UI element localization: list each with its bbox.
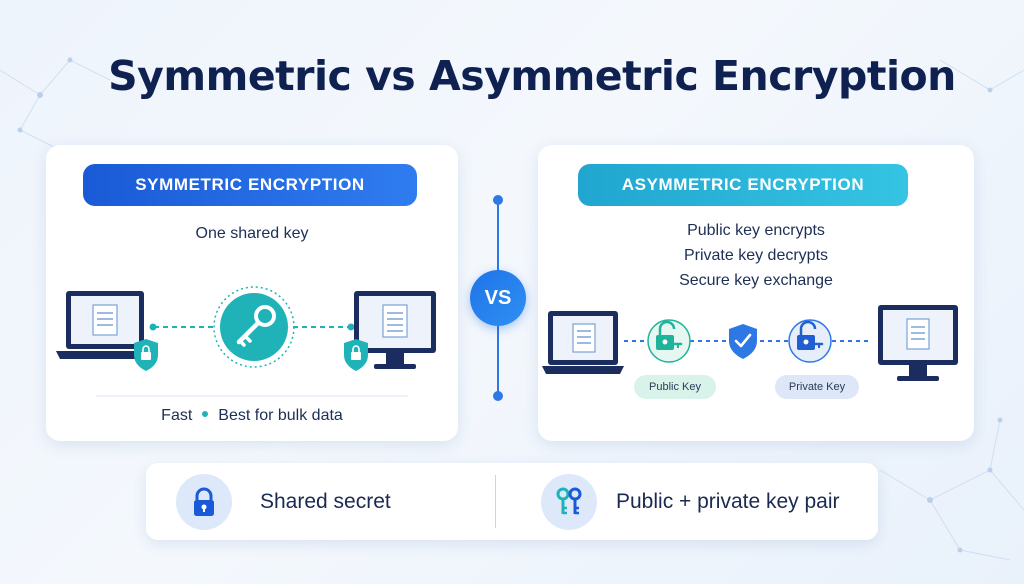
asymmetric-header: ASYMMETRIC ENCRYPTION (578, 164, 908, 206)
page-title: Symmetric vs Asymmetric Encryption (108, 52, 956, 100)
asymmetric-line: Secure key exchange (679, 272, 833, 289)
shared-secret-label: Shared secret (260, 490, 391, 513)
asymmetric-description: Public key encrypts Private key decrypts… (538, 218, 974, 293)
symmetric-panel: SYMMETRIC ENCRYPTION One shared key (46, 145, 458, 441)
unlock-key-icon (647, 319, 691, 363)
monitor-icon (878, 305, 958, 381)
symmetric-diagram (56, 286, 436, 397)
key-pair-icon (541, 474, 597, 530)
footer-bulk: Best for bulk data (218, 407, 343, 424)
bullet-dot (202, 410, 209, 417)
comparison-bar: Shared secret Public + private key pair (146, 463, 878, 540)
asymmetric-panel: ASYMMETRIC ENCRYPTION Public key encrypt… (538, 145, 974, 441)
key-icon (213, 286, 295, 368)
bottom-divider (495, 475, 496, 528)
shield-lock-icon (344, 339, 368, 371)
shield-check-icon (729, 324, 757, 359)
symmetric-subtitle: One shared key (195, 225, 309, 242)
connector-dot (149, 323, 157, 331)
vs-badge: VS (470, 270, 526, 326)
connector-dot (347, 323, 355, 331)
padlock-icon (176, 474, 232, 530)
symmetric-header: SYMMETRIC ENCRYPTION (83, 164, 417, 206)
footer-fast: Fast (161, 407, 193, 424)
monitor-icon (354, 291, 436, 369)
asymmetric-line: Private key decrypts (683, 247, 829, 264)
laptop-icon (542, 311, 624, 374)
unlock-key-icon (788, 319, 832, 363)
shield-lock-icon (134, 339, 158, 371)
key-pair-label: Public + private key pair (616, 490, 840, 513)
vs-divider-dot (493, 195, 503, 205)
public-key-tag: Public Key (634, 375, 716, 399)
private-key-tag: Private Key (775, 375, 859, 399)
asymmetric-line: Public key encrypts (687, 222, 825, 239)
symmetric-footer: Fast Best for bulk data (46, 407, 458, 425)
vs-divider-dot (493, 391, 503, 401)
asymmetric-diagram (542, 305, 958, 381)
laptop-icon (56, 291, 154, 359)
